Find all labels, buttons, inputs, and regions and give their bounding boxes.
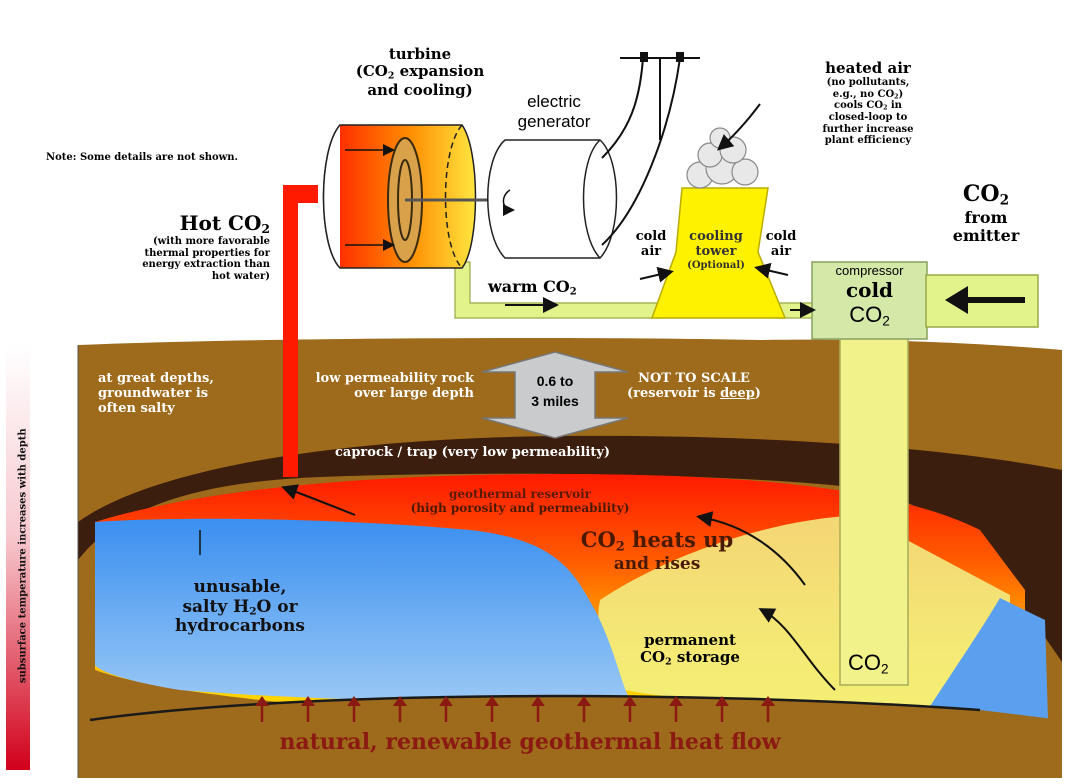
heated-air-label: heated air (no pollutants, e.g., no CO2)… — [794, 59, 942, 147]
cooling-tower-label: cooling tower (Optional) — [687, 229, 745, 271]
temperature-bar — [6, 345, 30, 770]
unusable-water-label: unusable, salty H2O or hydrocarbons — [175, 577, 305, 637]
low-permeability-label: low permeability rock over large depth — [315, 371, 474, 401]
blue-pocket-right — [920, 598, 1048, 722]
cooling-tower — [650, 187, 787, 319]
permanent-storage-label: permanent CO2 storage — [640, 631, 740, 668]
power-pole — [601, 57, 700, 246]
not-to-scale-label: NOT TO SCALE (reservoir is deep) — [627, 371, 761, 401]
depth-arrow — [481, 351, 629, 439]
heated-air-title: heated air — [825, 59, 911, 77]
heats-up-label: CO2 heats up and rises — [580, 527, 734, 575]
turbine-title: turbine — [388, 45, 452, 63]
note-text: Note: Some details are not shown. — [46, 152, 239, 163]
generator-label: electric generator — [517, 92, 591, 131]
co2-injection-label: CO2 — [848, 650, 889, 677]
electric-generator — [487, 139, 618, 259]
hot-co2-pipe — [283, 185, 318, 477]
turbine-label: turbine (CO2 expansion and cooling) — [340, 45, 500, 100]
compressor-box — [811, 261, 928, 340]
depth-label: 0.6 to 3 miles — [531, 373, 579, 410]
hot-co2-label: Hot CO2 (with more favorable thermal pro… — [142, 211, 270, 282]
co2-from-emitter-label: CO2 from emitter — [952, 181, 1020, 246]
cold-air-right: cold air — [765, 229, 797, 259]
salty-water-region — [95, 518, 630, 702]
temperature-depth-label: subsurface temperature increases with de… — [17, 428, 29, 684]
warm-co2-label: warm CO2 — [488, 277, 577, 298]
cold-air-left: cold air — [635, 229, 667, 259]
compressor-label: compressor cold CO2 — [835, 263, 904, 329]
base-layer — [78, 696, 1062, 778]
groundwater-label: at great depths, groundwater is often sa… — [98, 371, 214, 416]
turbine-detail-2: and cooling) — [367, 81, 473, 100]
caprock-layer — [78, 435, 1062, 662]
turbine-detail: (CO2 expansion — [355, 62, 485, 82]
heat-flow-label: natural, renewable geothermal heat flow — [279, 729, 781, 755]
heated-air-cloud — [686, 127, 759, 189]
caprock-label: caprock / trap (very low permeability) — [335, 445, 611, 460]
reservoir-label: geothermal reservoir (high porosity and … — [410, 487, 630, 515]
injection-pipe — [839, 334, 909, 686]
